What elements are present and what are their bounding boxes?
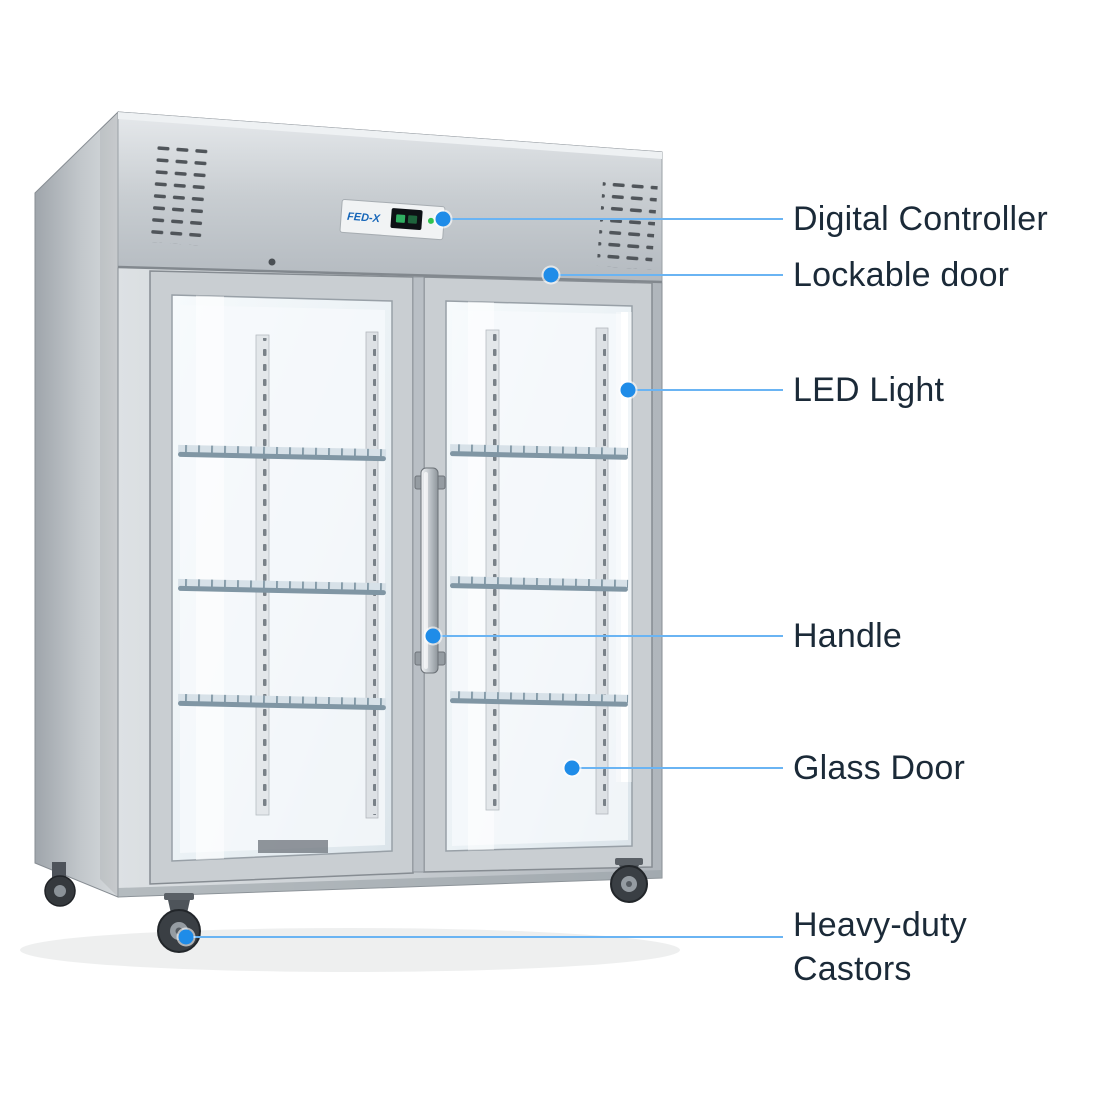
wire-shelf (449, 576, 629, 592)
castor-front-left (157, 893, 201, 953)
controller-panel: FED-X (339, 198, 446, 241)
callout-dot (435, 211, 451, 227)
callout-line (186, 936, 783, 938)
led-light-strip (621, 312, 628, 782)
brand-logo: FED-X (347, 211, 381, 225)
bottom-kick-strip (118, 870, 662, 897)
castor-front-right (610, 858, 648, 903)
callout-label: LED Light (793, 371, 945, 409)
callout-label: Heavy-duty Castors (793, 906, 967, 988)
fridge-illustration: FED-X (20, 110, 680, 972)
callout-label: Lockable door (793, 256, 1010, 294)
interior-right (449, 301, 632, 851)
callout-line (572, 767, 783, 769)
callout-dot (564, 760, 580, 776)
callout-label: Handle (793, 617, 902, 655)
callout-dot (425, 628, 441, 644)
controller-display (390, 208, 423, 231)
callout-label: Glass Door (793, 749, 966, 787)
wire-shelf (449, 444, 629, 460)
vent-grille-left (146, 143, 212, 246)
door-lock-left (268, 258, 276, 266)
callout-dot (543, 267, 559, 283)
wire-shelf (177, 693, 387, 711)
interior-floor-vent (258, 840, 328, 853)
header-top-highlight (118, 112, 662, 159)
interior-left (177, 295, 387, 861)
callout-line (628, 389, 783, 391)
floor-shadow (20, 928, 680, 972)
door-handle (414, 467, 446, 674)
callout-label: Digital Controller (793, 200, 1048, 238)
header-seam (117, 265, 663, 284)
callout-line (443, 218, 783, 220)
wire-shelf (177, 578, 387, 596)
callout-line (551, 274, 783, 276)
vent-grille-right (596, 174, 659, 270)
side-panel-shade (100, 112, 118, 897)
power-indicator-light (427, 217, 434, 224)
callout-dot (620, 382, 636, 398)
wire-shelf (449, 691, 629, 707)
wire-shelf (177, 444, 387, 462)
callout-dot (178, 929, 194, 945)
castor-back-left (44, 862, 76, 907)
callout-line (433, 635, 783, 637)
